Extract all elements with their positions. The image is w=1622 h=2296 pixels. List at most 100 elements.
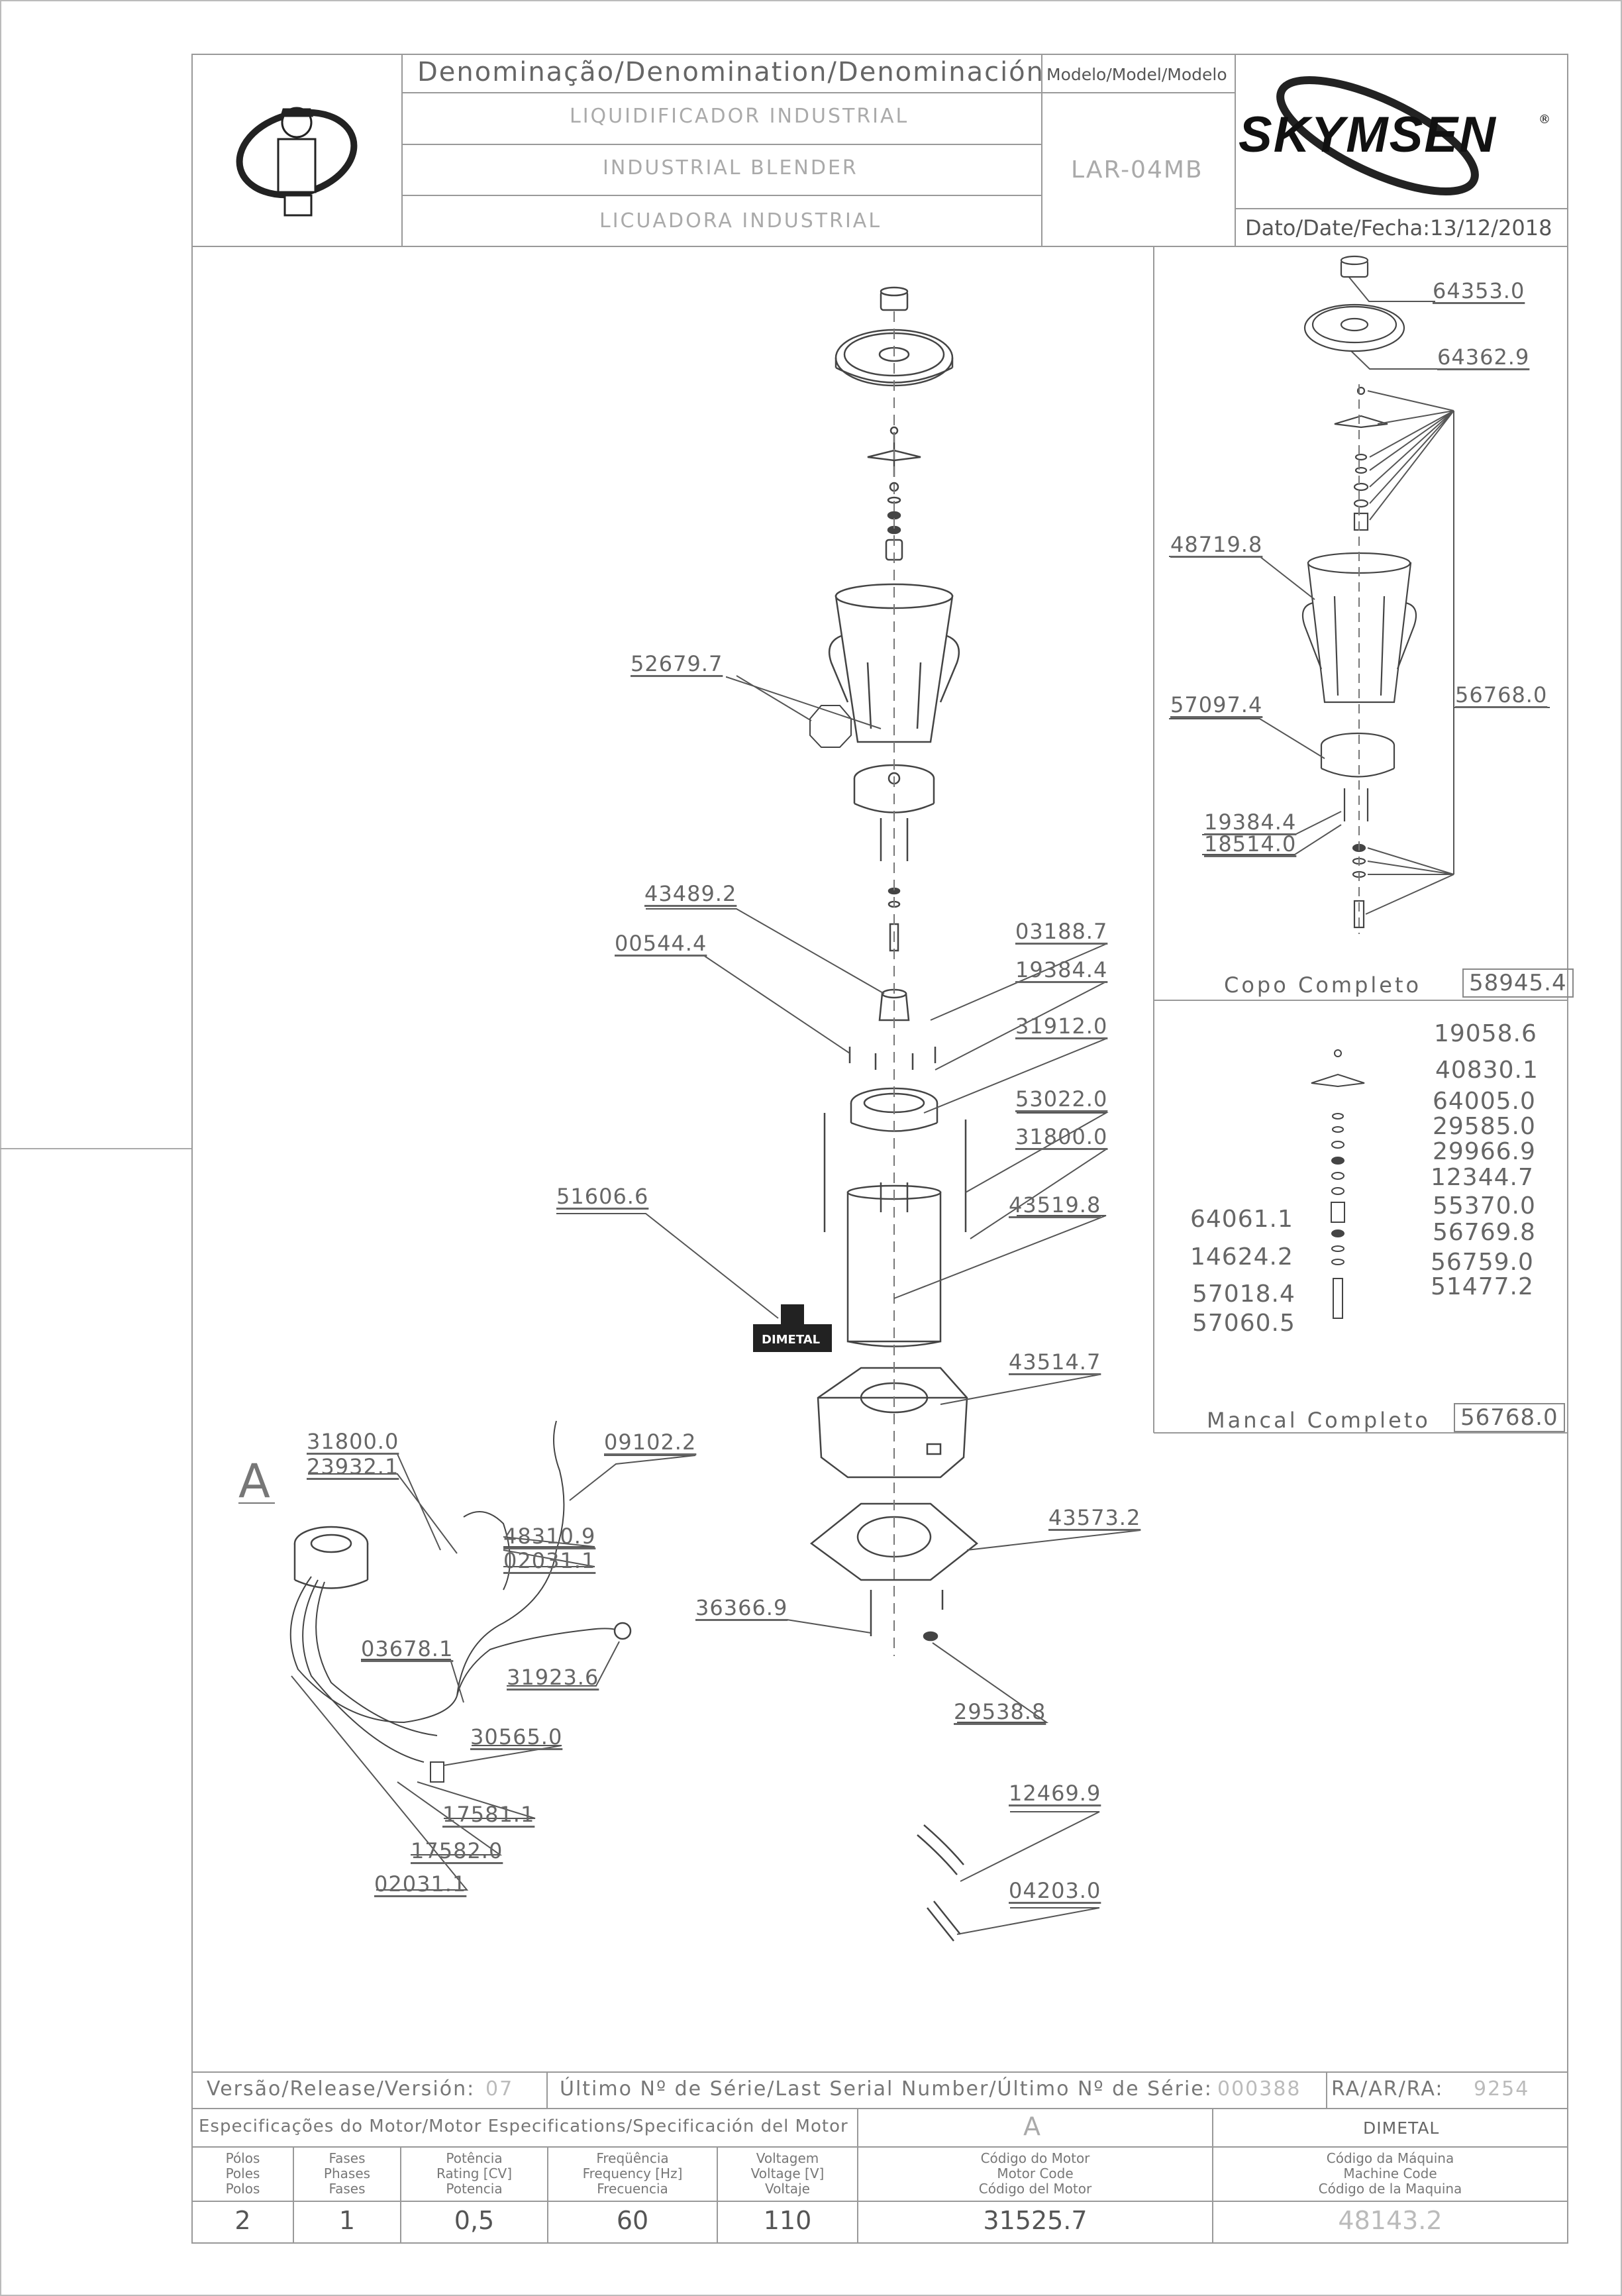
part-53022[interactable]: 53022.0 xyxy=(1015,1086,1108,1112)
sheet-frame xyxy=(191,54,1568,2244)
part-12469[interactable]: 12469.9 xyxy=(1009,1781,1101,1806)
maker-name: DIMETAL xyxy=(1363,2118,1440,2138)
serial-value: 000388 xyxy=(1217,2077,1301,2101)
mancal-bearing-assembly xyxy=(1311,1049,1365,1319)
part-43573[interactable]: 43573.2 xyxy=(1048,1505,1141,1530)
mancal-left-code-2[interactable]: 14624.2 xyxy=(1190,1243,1293,1271)
copo-base-part xyxy=(1320,732,1395,778)
part-04203[interactable]: 04203.0 xyxy=(1009,1878,1101,1903)
part-09102[interactable]: 09102.2 xyxy=(604,1430,697,1455)
mancal-right-code-3[interactable]: 64005.0 xyxy=(1433,1088,1536,1115)
name-en: INDUSTRIAL BLENDER xyxy=(603,156,858,180)
part-02031-a[interactable]: 02031.1 xyxy=(503,1548,596,1573)
tie-rods-part xyxy=(823,1113,967,1232)
part-29538[interactable]: 29538.8 xyxy=(954,1699,1046,1724)
copo-part-57097[interactable]: 57097.4 xyxy=(1170,692,1263,717)
copo-part-19384[interactable]: 19384.4 xyxy=(1204,809,1297,835)
part-02031-b[interactable]: 02031.1 xyxy=(374,1871,467,1897)
copo-part-56768[interactable]: 56768.0 xyxy=(1455,682,1548,707)
col-head-frequency: Freqüência Frequency [Hz] Frecuencia xyxy=(582,2150,683,2197)
motor-a-part xyxy=(293,1526,369,1589)
brand-swoosh xyxy=(1276,76,1479,196)
col-head-machine-code: Código da Máquina Machine Code Código de… xyxy=(1318,2150,1462,2197)
part-00544[interactable]: 00544.4 xyxy=(615,931,707,956)
col-val-voltage: 110 xyxy=(763,2206,812,2235)
base-housing-part xyxy=(817,1367,968,1479)
lid-cap-part xyxy=(880,286,909,311)
jar-base-part xyxy=(853,764,935,813)
view-letter-underline xyxy=(238,1502,275,1504)
copo-title: Copo Completo xyxy=(1224,972,1422,998)
mancal-code[interactable]: 56768.0 xyxy=(1454,1403,1565,1432)
mancal-right-code-2[interactable]: 40830.1 xyxy=(1435,1057,1539,1084)
part-17581[interactable]: 17581.1 xyxy=(442,1802,535,1827)
part-31800-b[interactable]: 31800.0 xyxy=(307,1429,399,1454)
view-letter-a: A xyxy=(238,1454,270,1508)
jar-part xyxy=(828,583,960,743)
col-val-motor-code[interactable]: 31525.7 xyxy=(983,2206,1088,2235)
col-head-voltage: Voltagem Voltage [V] Voltaje xyxy=(750,2150,825,2197)
mancal-right-code-9[interactable]: 56759.0 xyxy=(1431,1249,1534,1276)
part-17582[interactable]: 17582.0 xyxy=(411,1838,503,1863)
dimetal-label-plate xyxy=(753,1304,832,1352)
ra-value: 9254 xyxy=(1474,2077,1530,2101)
part-30565[interactable]: 30565.0 xyxy=(470,1724,563,1749)
part-31912[interactable]: 31912.0 xyxy=(1015,1014,1108,1039)
connector-part xyxy=(613,1622,632,1640)
mancal-left-code-4[interactable]: 57060.5 xyxy=(1192,1310,1295,1337)
foot-part xyxy=(870,1590,944,1642)
version-label: Versão/Release/Versión: xyxy=(207,2077,476,2101)
copo-lid-part xyxy=(1303,303,1405,352)
mancal-right-code-7[interactable]: 55370.0 xyxy=(1433,1192,1536,1220)
part-64353[interactable]: 64353.0 xyxy=(1433,278,1525,303)
copo-part-18514[interactable]: 18514.0 xyxy=(1204,831,1297,857)
part-43514[interactable]: 43514.7 xyxy=(1009,1349,1101,1375)
mancal-title: Mancal Completo xyxy=(1207,1408,1431,1433)
part-03188[interactable]: 03188.7 xyxy=(1015,919,1108,944)
hoses-part xyxy=(917,1824,964,1942)
copo-part-48719[interactable]: 48719.8 xyxy=(1170,532,1263,557)
denomination-label: Denominação/Denomination/Denominación xyxy=(417,57,1045,87)
mancal-right-code-10[interactable]: 51477.2 xyxy=(1431,1273,1534,1300)
mancal-right-code-6[interactable]: 12344.7 xyxy=(1431,1164,1534,1191)
part-31923[interactable]: 31923.6 xyxy=(507,1665,599,1690)
col-val-poles: 2 xyxy=(234,2206,251,2235)
mancal-left-code-3[interactable]: 57018.4 xyxy=(1192,1280,1295,1308)
mancal-right-code-1[interactable]: 19058.6 xyxy=(1434,1020,1537,1047)
col-head-phases: Fases Phases Fases xyxy=(323,2150,371,2197)
part-31800[interactable]: 31800.0 xyxy=(1015,1124,1108,1149)
part-03678[interactable]: 03678.1 xyxy=(361,1636,454,1661)
serial-label: Último Nº de Série/Last Serial Number/Úl… xyxy=(560,2077,1213,2101)
motor-spec-label: Especificações do Motor/Motor Especifica… xyxy=(199,2116,848,2136)
name-es: LICUADORA INDUSTRIAL xyxy=(599,209,882,233)
mancal-right-code-4[interactable]: 29585.0 xyxy=(1433,1113,1536,1140)
part-19384[interactable]: 19384.4 xyxy=(1015,957,1108,982)
part-48310[interactable]: 48310.9 xyxy=(503,1524,596,1549)
col-val-frequency: 60 xyxy=(616,2206,649,2235)
cover-screws-part xyxy=(848,1047,937,1070)
mancal-left-code-1[interactable]: 64061.1 xyxy=(1190,1206,1293,1233)
part-52679[interactable]: 52679.7 xyxy=(631,651,723,676)
copo-code[interactable]: 58945.4 xyxy=(1462,968,1574,998)
copo-bottom-parts xyxy=(1343,788,1369,929)
mancal-right-code-5[interactable]: 29966.9 xyxy=(1433,1138,1536,1165)
part-36366[interactable]: 36366.9 xyxy=(695,1595,788,1620)
part-51606[interactable]: 51606.6 xyxy=(556,1184,649,1209)
name-pt: LIQUIDIFICADOR INDUSTRIAL xyxy=(570,105,909,128)
part-43489[interactable]: 43489.2 xyxy=(644,881,737,906)
dimetal-plate-text: DIMETAL xyxy=(762,1333,821,1347)
model-value: LAR-04MB xyxy=(1071,156,1203,183)
part-64362[interactable]: 64362.9 xyxy=(1437,344,1530,370)
authorized-service-seal xyxy=(236,107,358,217)
col-val-phases: 1 xyxy=(338,2206,356,2235)
brand-logo: SKYMSEN xyxy=(1239,107,1497,163)
col-head-rating: Potência Rating [CV] Potencia xyxy=(436,2150,513,2197)
part-43519[interactable]: 43519.8 xyxy=(1009,1192,1101,1218)
version-value: 07 xyxy=(485,2077,514,2101)
col-val-rating: 0,5 xyxy=(454,2206,495,2235)
part-23932[interactable]: 23932.1 xyxy=(307,1454,399,1479)
col-val-machine-code[interactable]: 48143.2 xyxy=(1338,2206,1443,2235)
col-head-motor-code: Código do Motor Motor Code Código del Mo… xyxy=(978,2150,1092,2197)
mancal-right-code-8[interactable]: 56769.8 xyxy=(1433,1219,1536,1246)
